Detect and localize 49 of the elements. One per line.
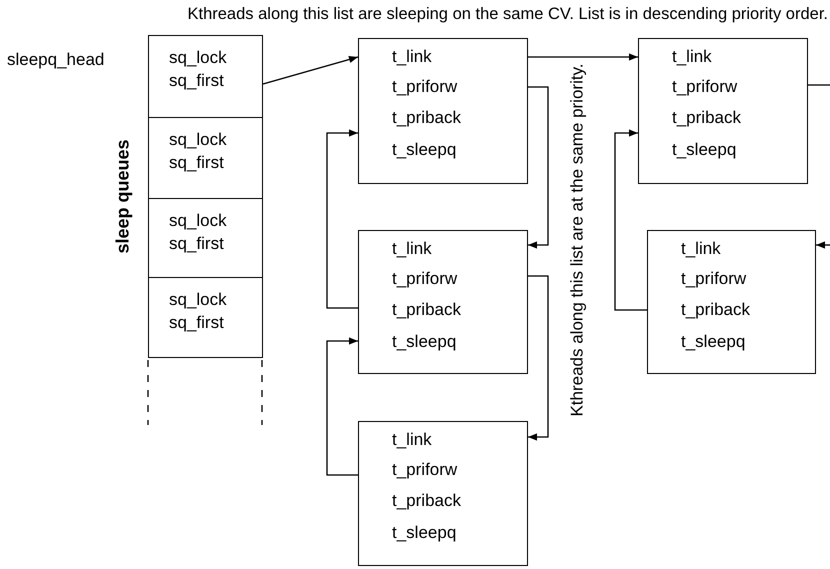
field-name: t_link: [392, 47, 432, 67]
field-name: t_priforw: [672, 77, 738, 97]
queue-cell: [148, 277, 263, 358]
field-name: t_sleepq: [392, 140, 456, 160]
kthread-box: [358, 421, 528, 566]
arrow: [614, 129, 647, 311]
field-name: t_link: [672, 47, 712, 67]
field-name: sq_first: [169, 71, 224, 91]
field-name: t_priback: [681, 300, 750, 320]
queue-cell: [148, 117, 263, 199]
field-name: t_priforw: [392, 269, 458, 289]
kthread-box: [638, 38, 808, 184]
field-name: t_priback: [392, 108, 461, 128]
field-name: sq_first: [169, 313, 224, 333]
arrow: [816, 241, 830, 249]
arrow: [326, 337, 358, 476]
field-name: t_sleepq: [392, 523, 456, 543]
arrow: [326, 129, 358, 309]
field-name: t_link: [681, 239, 721, 259]
arrow: [528, 53, 638, 61]
pointer-label: sleepq_head: [7, 50, 104, 70]
queue-cell: [148, 35, 263, 118]
kthread-box: [358, 230, 528, 374]
arrow: [528, 86, 549, 249]
field-name: sq_first: [169, 153, 224, 173]
field-name: t_priback: [392, 491, 461, 511]
arrow: [528, 275, 549, 441]
title: Kthreads along this list are sleeping on the same CV. List is in descending priority order.: [186, 5, 829, 24]
arrow: [262, 56, 358, 85]
field-name: sq_lock: [169, 211, 227, 231]
field-name: t_link: [392, 239, 432, 259]
field-name: sq_first: [169, 234, 224, 254]
field-name: sq_lock: [169, 290, 227, 310]
field-name: t_sleepq: [681, 332, 746, 352]
field-name: t_priback: [392, 300, 461, 320]
field-name: t_sleepq: [392, 332, 456, 352]
queue-cell: [148, 198, 263, 278]
field-name: t_priforw: [392, 460, 458, 480]
kthread-box: [647, 230, 816, 374]
field-name: t_priback: [672, 108, 741, 128]
field-name: sq_lock: [169, 130, 227, 150]
field-name: t_priforw: [392, 77, 458, 97]
axis-label: sleep queues: [112, 138, 134, 254]
kthread-box: [358, 38, 528, 184]
group-note: Kthreads along this list are at the same priority.: [567, 63, 588, 417]
field-name: t_link: [392, 430, 432, 450]
field-name: sq_lock: [169, 48, 227, 68]
field-name: t_sleepq: [672, 140, 736, 160]
field-name: t_priforw: [681, 269, 746, 289]
